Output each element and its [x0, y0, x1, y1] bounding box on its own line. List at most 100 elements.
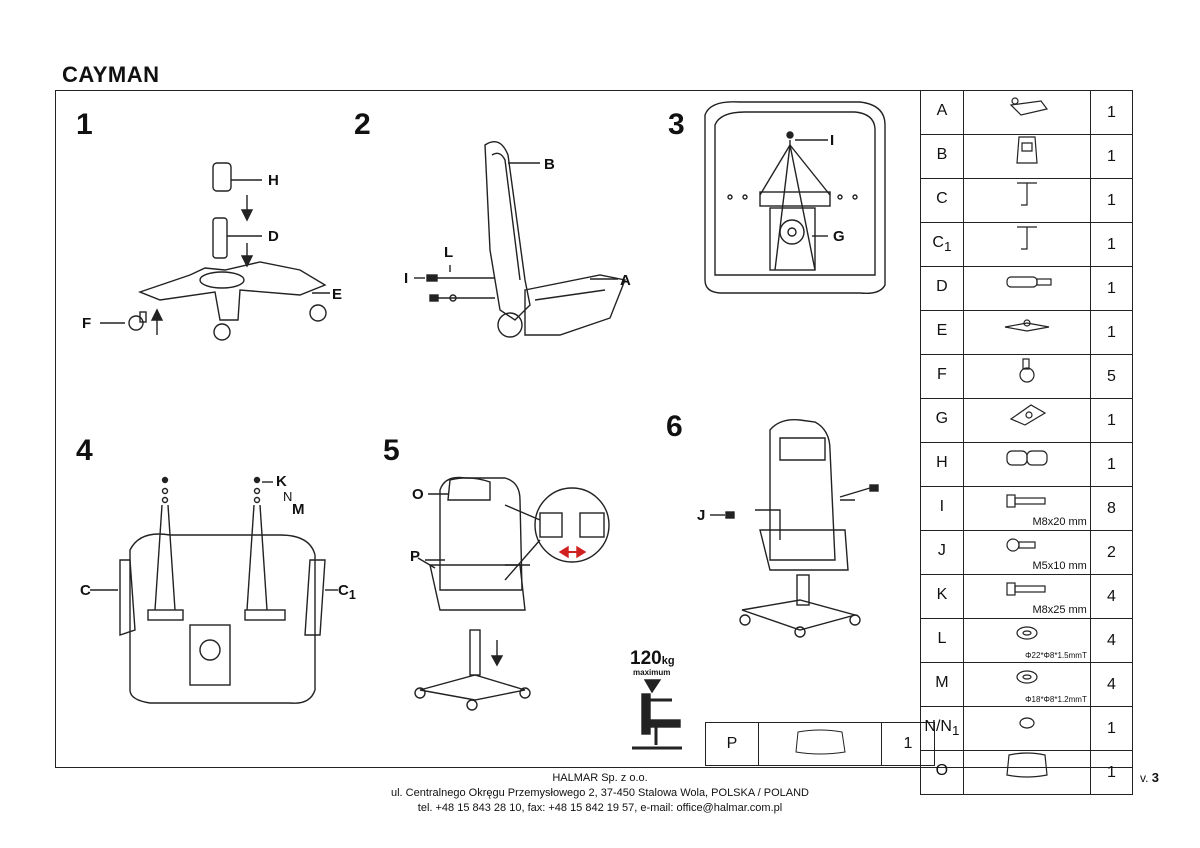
spring-washer-icon — [962, 706, 1091, 751]
part-letter: H — [920, 442, 964, 487]
label-L: L — [444, 244, 454, 261]
part-qty: 1 — [1089, 398, 1134, 443]
part-letter: F — [920, 354, 964, 399]
part-qty: 5 — [1089, 354, 1134, 399]
label-N: N — [283, 489, 293, 504]
cover-icon — [962, 442, 1091, 487]
part-qty: 1 — [1089, 310, 1134, 355]
part-letter: I — [920, 486, 964, 531]
label-A: A — [620, 272, 631, 289]
step-number-4: 4 — [76, 434, 93, 467]
label-J: J — [697, 507, 706, 524]
label-O: O — [412, 486, 424, 503]
footer-contact: tel. +48 15 843 28 10, fax: +48 15 842 1… — [417, 802, 783, 814]
label-G: G — [833, 228, 845, 245]
footer: HALMAR Sp. z o.o. ul. Centralnego Okręgu… — [0, 771, 1200, 816]
part-qty: 4 — [1089, 618, 1134, 663]
label-I-step3: I — [830, 132, 835, 149]
seat-icon — [962, 90, 1091, 135]
backrest-icon — [962, 134, 1091, 179]
part-spec: Φ18*Φ8*1.2mmT — [1025, 695, 1087, 704]
part-spec: M5x10 mm — [1032, 560, 1087, 572]
armrest-icon — [962, 178, 1091, 223]
page-title: CAYMAN — [62, 62, 160, 87]
weight-sub: maximum — [633, 668, 671, 677]
part-qty: 1 — [1089, 442, 1134, 487]
extra-part-qty: 1 — [881, 722, 935, 766]
screw-icon: M5x10 mm — [962, 530, 1091, 575]
gas-lift-icon — [962, 266, 1091, 311]
part-letter: C1 — [920, 222, 964, 267]
step-number-2: 2 — [354, 108, 371, 141]
label-B: B — [544, 156, 555, 173]
part-qty: 4 — [1089, 662, 1134, 707]
label-C1: C1 — [338, 582, 356, 602]
label-P: P — [410, 548, 421, 565]
part-spec: M8x20 mm — [1032, 516, 1087, 528]
bolt-icon: M8x25 mm — [962, 574, 1091, 619]
part-spec: M8x25 mm — [1032, 604, 1087, 616]
label-F: F — [82, 315, 92, 332]
step-number-5: 5 — [383, 434, 400, 467]
mechanism-icon — [962, 398, 1091, 443]
label-E: E — [332, 286, 343, 303]
pillow-icon — [758, 722, 882, 766]
step-number-6: 6 — [666, 410, 683, 443]
extra-part-letter: P — [705, 722, 759, 766]
instruction-frame — [55, 90, 1133, 768]
step-number-3: 3 — [668, 108, 685, 141]
label-I-step2: I — [404, 270, 409, 287]
part-letter: K — [920, 574, 964, 619]
part-letter: D — [920, 266, 964, 311]
part-qty: 4 — [1089, 574, 1134, 619]
caster-icon — [962, 354, 1091, 399]
armrest-icon — [962, 222, 1091, 267]
label-C: C — [80, 582, 91, 599]
step-number-1: 1 — [76, 108, 93, 141]
label-H: H — [268, 172, 279, 189]
extra-part-table: P 1 — [705, 722, 935, 766]
part-qty: 8 — [1089, 486, 1134, 531]
part-letter: M — [920, 662, 964, 707]
part-qty: 1 — [1089, 266, 1134, 311]
footer-company: HALMAR Sp. z o.o. — [552, 772, 648, 784]
part-qty: 1 — [1089, 90, 1134, 135]
part-letter: L — [920, 618, 964, 663]
washer-icon: Φ18*Φ8*1.2mmT — [962, 662, 1091, 707]
part-spec: Φ22*Φ8*1.5mmT — [1025, 651, 1087, 660]
footer-address: ul. Centralnego Okręgu Przemysłowego 2, … — [390, 787, 809, 799]
part-letter: C — [920, 178, 964, 223]
part-qty: 1 — [1089, 706, 1134, 751]
label-M: M — [292, 501, 305, 518]
version-label: v. 3 — [1140, 770, 1160, 785]
weight-value: 120kg — [630, 648, 675, 669]
label-K: K — [276, 473, 287, 490]
part-letter: J — [920, 530, 964, 575]
part-letter: B — [920, 134, 964, 179]
part-letter: A — [920, 90, 964, 135]
label-D: D — [268, 228, 279, 245]
bolt-icon: M8x20 mm — [962, 486, 1091, 531]
part-qty: 1 — [1089, 178, 1134, 223]
part-qty: 1 — [1089, 750, 1134, 795]
part-qty: 1 — [1089, 134, 1134, 179]
part-qty: 2 — [1089, 530, 1134, 575]
base-icon — [962, 310, 1091, 355]
